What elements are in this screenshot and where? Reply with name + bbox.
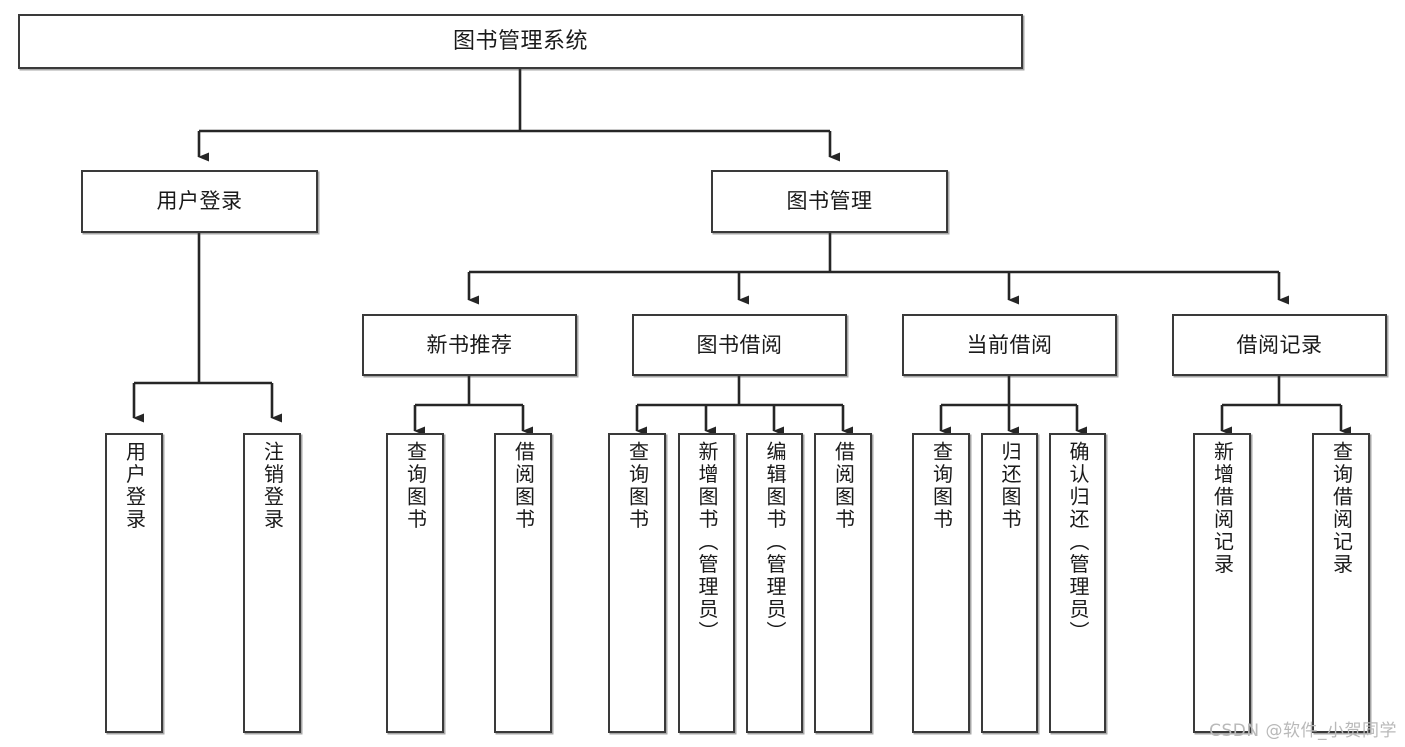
node-leaf-borrow-book-2[interactable]: 借阅图书 [814,433,872,733]
node-leaf-edit-book-admin[interactable]: 编辑图书（管理员） [746,433,803,733]
node-label: 归还图书 [998,441,1022,531]
node-leaf-query-borrow-record[interactable]: 查询借阅记录 [1312,433,1370,733]
node-label: 图书借阅 [696,332,783,357]
node-label: 查询图书 [625,441,650,531]
node-current-borrowing[interactable]: 当前借阅 [902,314,1117,376]
node-book-management[interactable]: 图书管理 [711,170,948,233]
node-label: 查询图书 [403,441,428,531]
node-new-book-recommendation[interactable]: 新书推荐 [362,314,577,376]
node-label: 新书推荐 [426,332,513,357]
node-leaf-query-book-2[interactable]: 查询图书 [608,433,666,733]
node-label: 图书管理 [786,189,873,214]
node-label: 当前借阅 [966,332,1053,357]
node-leaf-borrow-book-1[interactable]: 借阅图书 [494,433,552,733]
node-label: 用户登录 [122,441,147,531]
node-book-borrowing[interactable]: 图书借阅 [632,314,847,376]
node-leaf-user-login[interactable]: 用户登录 [105,433,163,733]
node-label: 借阅图书 [831,441,856,531]
node-leaf-return-book[interactable]: 归还图书 [981,433,1038,733]
node-label: 查询图书 [929,441,954,531]
node-label: 注销登录 [260,441,285,531]
node-leaf-logout-login[interactable]: 注销登录 [243,433,301,733]
node-label: 借阅记录 [1236,332,1323,357]
node-label: 用户登录 [156,189,243,214]
node-root-book-management-system[interactable]: 图书管理系统 [18,14,1023,69]
node-user-login[interactable]: 用户登录 [81,170,318,233]
node-leaf-add-borrow-record[interactable]: 新增借阅记录 [1193,433,1251,733]
node-label: 编辑图书（管理员） [763,441,787,644]
node-borrowing-record[interactable]: 借阅记录 [1172,314,1387,376]
node-label: 新增借阅记录 [1210,441,1235,576]
node-leaf-query-book-1[interactable]: 查询图书 [386,433,444,733]
node-label: 确认归还（管理员） [1066,441,1090,644]
node-label: 借阅图书 [511,441,536,531]
node-label: 图书管理系统 [452,28,588,54]
node-leaf-confirm-return-admin[interactable]: 确认归还（管理员） [1049,433,1106,733]
node-label: 新增图书（管理员） [695,441,719,644]
node-leaf-query-book-3[interactable]: 查询图书 [912,433,970,733]
node-leaf-add-book-admin[interactable]: 新增图书（管理员） [678,433,735,733]
csdn-watermark: CSDN @软件_小贺同学 [1209,721,1397,741]
node-label: 查询借阅记录 [1329,441,1354,576]
